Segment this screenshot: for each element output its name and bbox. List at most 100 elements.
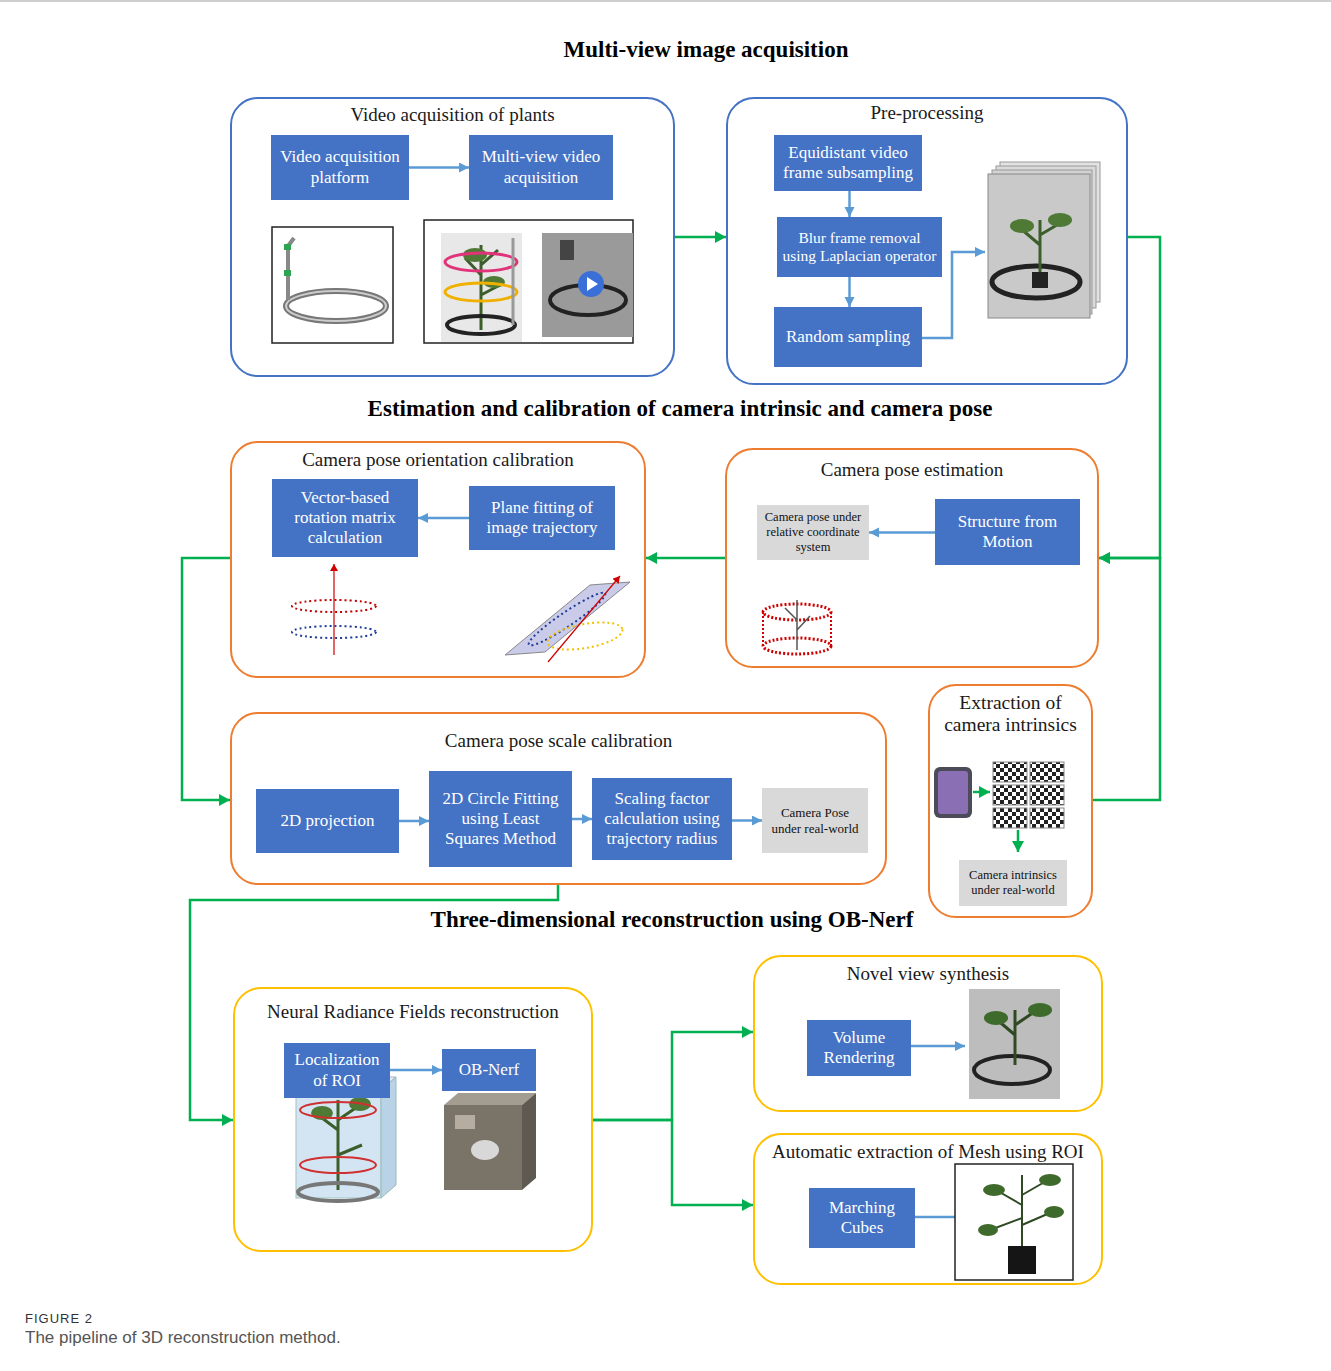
box-label: Scaling factor calculation using traject… <box>597 789 727 849</box>
acquisition-photos <box>512 238 515 325</box>
aligned-rings <box>292 600 376 612</box>
step-arrow <box>732 819 762 822</box>
box-label: Marching Cubes <box>814 1198 910 1238</box>
box-label: Equidistant video frame subsampling <box>779 143 917 183</box>
stage-arrow <box>646 557 725 560</box>
calibration-sketch <box>1030 785 1064 805</box>
box-label: Camera intrinsics under real-world <box>964 868 1062 898</box>
group-heading: Automatic extraction of Mesh using ROI <box>755 1141 1101 1163</box>
acquisition-photos <box>542 233 633 337</box>
fitted-plane <box>525 587 609 650</box>
roi-cube <box>300 1102 376 1118</box>
process-box: Plane fitting of image trajectory <box>469 486 615 550</box>
rendered-view <box>969 989 1060 1099</box>
roi-cube <box>298 1183 378 1201</box>
box-label: Video acquisition platform <box>276 147 404 187</box>
radiance-cube <box>444 1093 536 1190</box>
mesh-view <box>955 1164 1073 1280</box>
label-holder: Multi-view image acquisition <box>564 37 849 63</box>
process-box: Multi-view video acquisition <box>469 135 613 200</box>
radiance-cube <box>522 1093 536 1190</box>
group-panel: Extraction of camera intrinsicsCamera in… <box>928 684 1093 918</box>
rendered-view <box>969 989 1060 1099</box>
section-heading: Multi-view image acquisition <box>564 37 849 62</box>
fitted-plane <box>505 582 630 655</box>
frame-stack <box>1032 272 1048 288</box>
platform-sketch <box>272 227 393 343</box>
process-box: 2D Circle Fitting using Least Squares Me… <box>429 771 572 867</box>
figure-caption: The pipeline of 3D reconstruction method… <box>25 1328 341 1347</box>
group-panel: Automatic extraction of Mesh using ROI Ma… <box>753 1133 1103 1285</box>
label-holder: Estimation and calibration of camera int… <box>368 396 993 422</box>
stage-arrow <box>1099 237 1160 558</box>
calibration-sketch <box>993 762 1027 782</box>
process-box: Structure from Motion <box>935 499 1080 565</box>
stage-arrow <box>675 236 726 239</box>
calibration-sketch <box>1030 762 1064 782</box>
output-box: Camera pose under relative coordinate sy… <box>757 505 869 560</box>
mesh-view <box>1044 1206 1064 1218</box>
box-label: Random sampling <box>786 327 910 347</box>
roi-cube <box>300 1157 376 1173</box>
label-holder: FIGURE 2 <box>25 1309 93 1327</box>
process-box: Equidistant video frame subsampling <box>774 135 922 191</box>
acquisition-photos <box>445 283 517 301</box>
fitted-plane <box>505 576 630 662</box>
fitted-plane <box>548 576 620 662</box>
step-arrow <box>418 517 469 520</box>
group-heading: Novel view synthesis <box>755 963 1101 985</box>
process-box: Random sampling <box>774 307 922 367</box>
caption-holder: The pipeline of 3D reconstruction method… <box>25 1328 341 1348</box>
box-label: 2D Circle Fitting using Least Squares Me… <box>434 789 567 849</box>
step-arrow <box>572 818 592 821</box>
box-label: Multi-view video acquisition <box>474 147 608 187</box>
frame-stack <box>1048 213 1072 227</box>
radiance-cube <box>444 1093 536 1105</box>
box-label: Camera Pose under real-world <box>767 805 863 836</box>
mesh-view <box>983 1184 1005 1196</box>
mesh-view <box>955 1164 1073 1280</box>
stage-arrow <box>593 1032 753 1120</box>
fitted-plane <box>545 618 624 655</box>
top-rule <box>0 0 1331 2</box>
stage-arrow <box>1093 558 1160 800</box>
calibration-sketch <box>934 767 972 818</box>
platform-sketch <box>286 291 386 321</box>
acquisition-photos <box>445 253 517 271</box>
acquisition-photos <box>578 271 604 297</box>
group-heading: Camera pose orientation calibration <box>232 449 644 471</box>
group-panel: Novel view synthesisVolume Rendering <box>753 955 1103 1112</box>
output-box: Camera intrinsics under real-world <box>959 860 1067 906</box>
box-label: Volume Rendering <box>812 1028 906 1068</box>
acquisition-photos <box>424 220 633 343</box>
group-panel: Neural Radiance Fields reconstructionLoc… <box>233 987 593 1252</box>
radiance-cube <box>444 1105 522 1190</box>
calibration-sketch <box>934 762 1064 852</box>
acquisition-photos <box>424 220 633 343</box>
step-arrow <box>869 531 935 534</box>
process-box: Scaling factor calculation using traject… <box>592 778 732 860</box>
platform-sketch <box>284 244 291 250</box>
acquisition-photos <box>587 277 598 291</box>
group-heading: Neural Radiance Fields reconstruction <box>235 1001 591 1023</box>
process-box: OB-Nerf <box>442 1049 536 1091</box>
group-heading: Extraction of camera intrinsics <box>930 692 1091 737</box>
aligned-rings <box>333 564 334 655</box>
section-heading: Estimation and calibration of camera int… <box>368 396 993 421</box>
step-arrow <box>399 820 429 823</box>
step-arrow <box>848 277 851 307</box>
step-arrow <box>409 166 469 169</box>
radiance-cube <box>455 1115 475 1129</box>
figure-number: FIGURE 2 <box>25 1311 93 1326</box>
aligned-rings <box>292 564 376 655</box>
acquisition-photos <box>447 316 515 334</box>
group-panel: Video acquisition of plantsVideo acquisi… <box>230 97 675 377</box>
box-label: Blur frame removal using Laplacian opera… <box>782 229 937 266</box>
aligned-rings <box>292 626 376 638</box>
frame-stack <box>988 162 1100 318</box>
frame-stack <box>1010 219 1034 233</box>
acquisition-photos <box>560 240 574 260</box>
